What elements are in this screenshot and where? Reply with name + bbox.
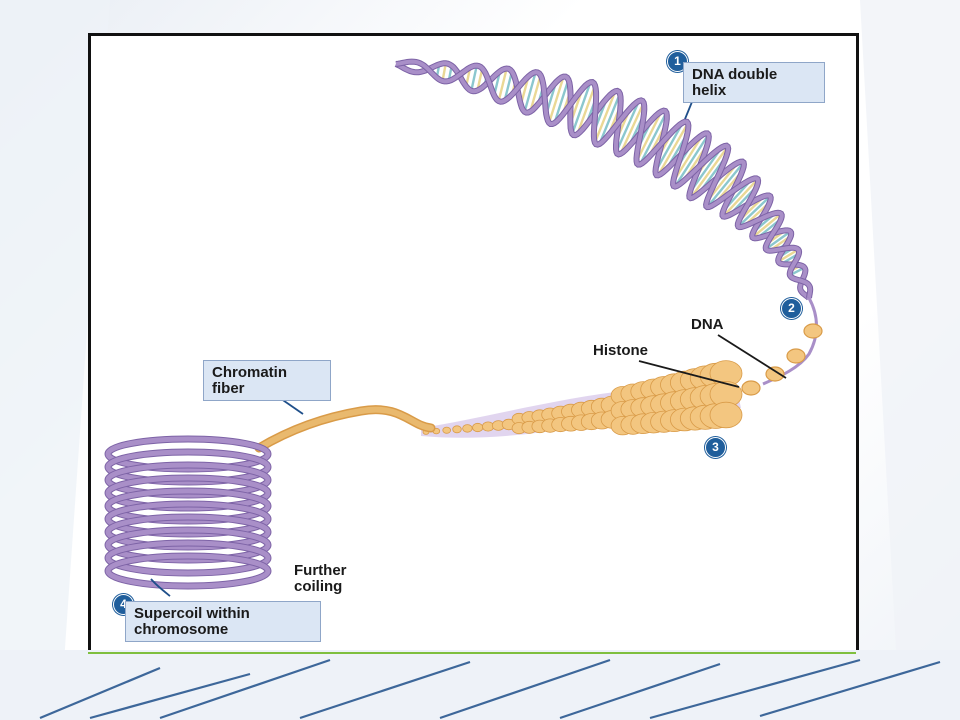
dna-double-helix-callout: DNA double helix xyxy=(683,62,825,103)
supercoil-loop xyxy=(105,462,271,498)
dna-label: DNA xyxy=(691,316,724,333)
base-pair xyxy=(547,76,565,124)
footer-swoosh-line xyxy=(559,662,721,720)
slide-footer-decoration xyxy=(0,650,960,720)
base-pair xyxy=(529,75,542,112)
base-pair xyxy=(470,65,478,92)
base-pair xyxy=(657,122,689,176)
base-pair xyxy=(765,230,792,251)
footer-swoosh-line xyxy=(39,666,161,720)
supercoil xyxy=(104,435,272,590)
footer-swoosh-line xyxy=(299,660,471,720)
further-coiling-label: Further coiling xyxy=(294,562,347,595)
step-2-badge: 2 xyxy=(781,298,802,319)
footer-swoosh-line xyxy=(759,660,941,718)
footer-swoosh-line xyxy=(159,658,331,720)
linker-nucleosome xyxy=(803,323,823,339)
dna-double-helix xyxy=(394,58,814,301)
histone-bead xyxy=(472,422,484,433)
supercoil-loop xyxy=(105,514,271,550)
helix-strand-2 xyxy=(395,59,813,299)
dna-double-helix-label: DNA double helix xyxy=(692,66,778,99)
base-pair xyxy=(672,133,704,183)
supercoil-loop xyxy=(105,436,271,472)
supercoil-loop xyxy=(105,488,271,524)
base-pair xyxy=(598,93,621,145)
base-pair xyxy=(635,110,663,163)
dna-leader-line xyxy=(717,334,787,379)
base-pair xyxy=(689,145,729,199)
supercoil-leader-line xyxy=(150,578,171,597)
base-pair xyxy=(553,79,570,124)
linker-dna xyxy=(741,297,823,396)
base-pair xyxy=(751,212,782,239)
base-pair xyxy=(638,112,668,165)
supercoil-loop xyxy=(105,501,271,537)
step-1-badge: 1 xyxy=(667,51,688,72)
chromatin-strand xyxy=(256,406,434,451)
histone-bead xyxy=(442,426,452,434)
supercoil-loop xyxy=(105,449,271,485)
footer-swoosh-line xyxy=(439,658,611,720)
chromatin-fiber-label: Chromatin fiber xyxy=(212,364,287,397)
nucleosome-fiber xyxy=(421,360,743,438)
linker-nucleosome xyxy=(765,366,785,382)
linker-nucleosome xyxy=(786,348,806,364)
base-pair xyxy=(737,195,771,228)
base-pair xyxy=(619,102,645,155)
base-pair xyxy=(571,81,592,135)
linker-nucleosome xyxy=(741,380,761,396)
base-pair xyxy=(673,133,710,188)
supercoil-loop xyxy=(105,475,271,511)
base-pair xyxy=(523,71,537,113)
supercoil-loop xyxy=(105,540,271,576)
base-pair xyxy=(777,248,799,263)
base-pair xyxy=(722,178,759,218)
base-pair xyxy=(576,84,597,135)
supercoil-label: Supercoil within chromosome xyxy=(134,605,250,638)
base-pair xyxy=(593,90,617,144)
supercoil-callout: Supercoil within chromosome xyxy=(125,601,321,642)
base-pair xyxy=(503,71,514,102)
histone-bead xyxy=(452,425,462,434)
chromatin-fiber-strand xyxy=(254,405,436,453)
chromatin-fiber-callout: Chromatin fiber xyxy=(203,360,331,401)
base-pair xyxy=(706,161,745,208)
diagram-canvas xyxy=(104,58,823,597)
histone-bead xyxy=(462,424,473,433)
supercoil-loop xyxy=(105,553,271,589)
base-pair xyxy=(615,100,641,153)
chromatin-packing-figure: 1 DNA double helix 2 DNA Histone 3 Chrom… xyxy=(88,33,859,658)
footer-swoosh-line xyxy=(649,658,861,720)
histone-label: Histone xyxy=(593,342,649,359)
supercoil-loop xyxy=(105,527,271,563)
histone-leader-line xyxy=(638,360,740,388)
base-pair xyxy=(654,121,684,173)
histone-bead xyxy=(709,401,743,429)
footer-swoosh-line xyxy=(89,672,251,720)
step-3-badge: 3 xyxy=(705,437,726,458)
helix-strand-1 xyxy=(395,61,811,300)
base-pair xyxy=(497,68,508,102)
